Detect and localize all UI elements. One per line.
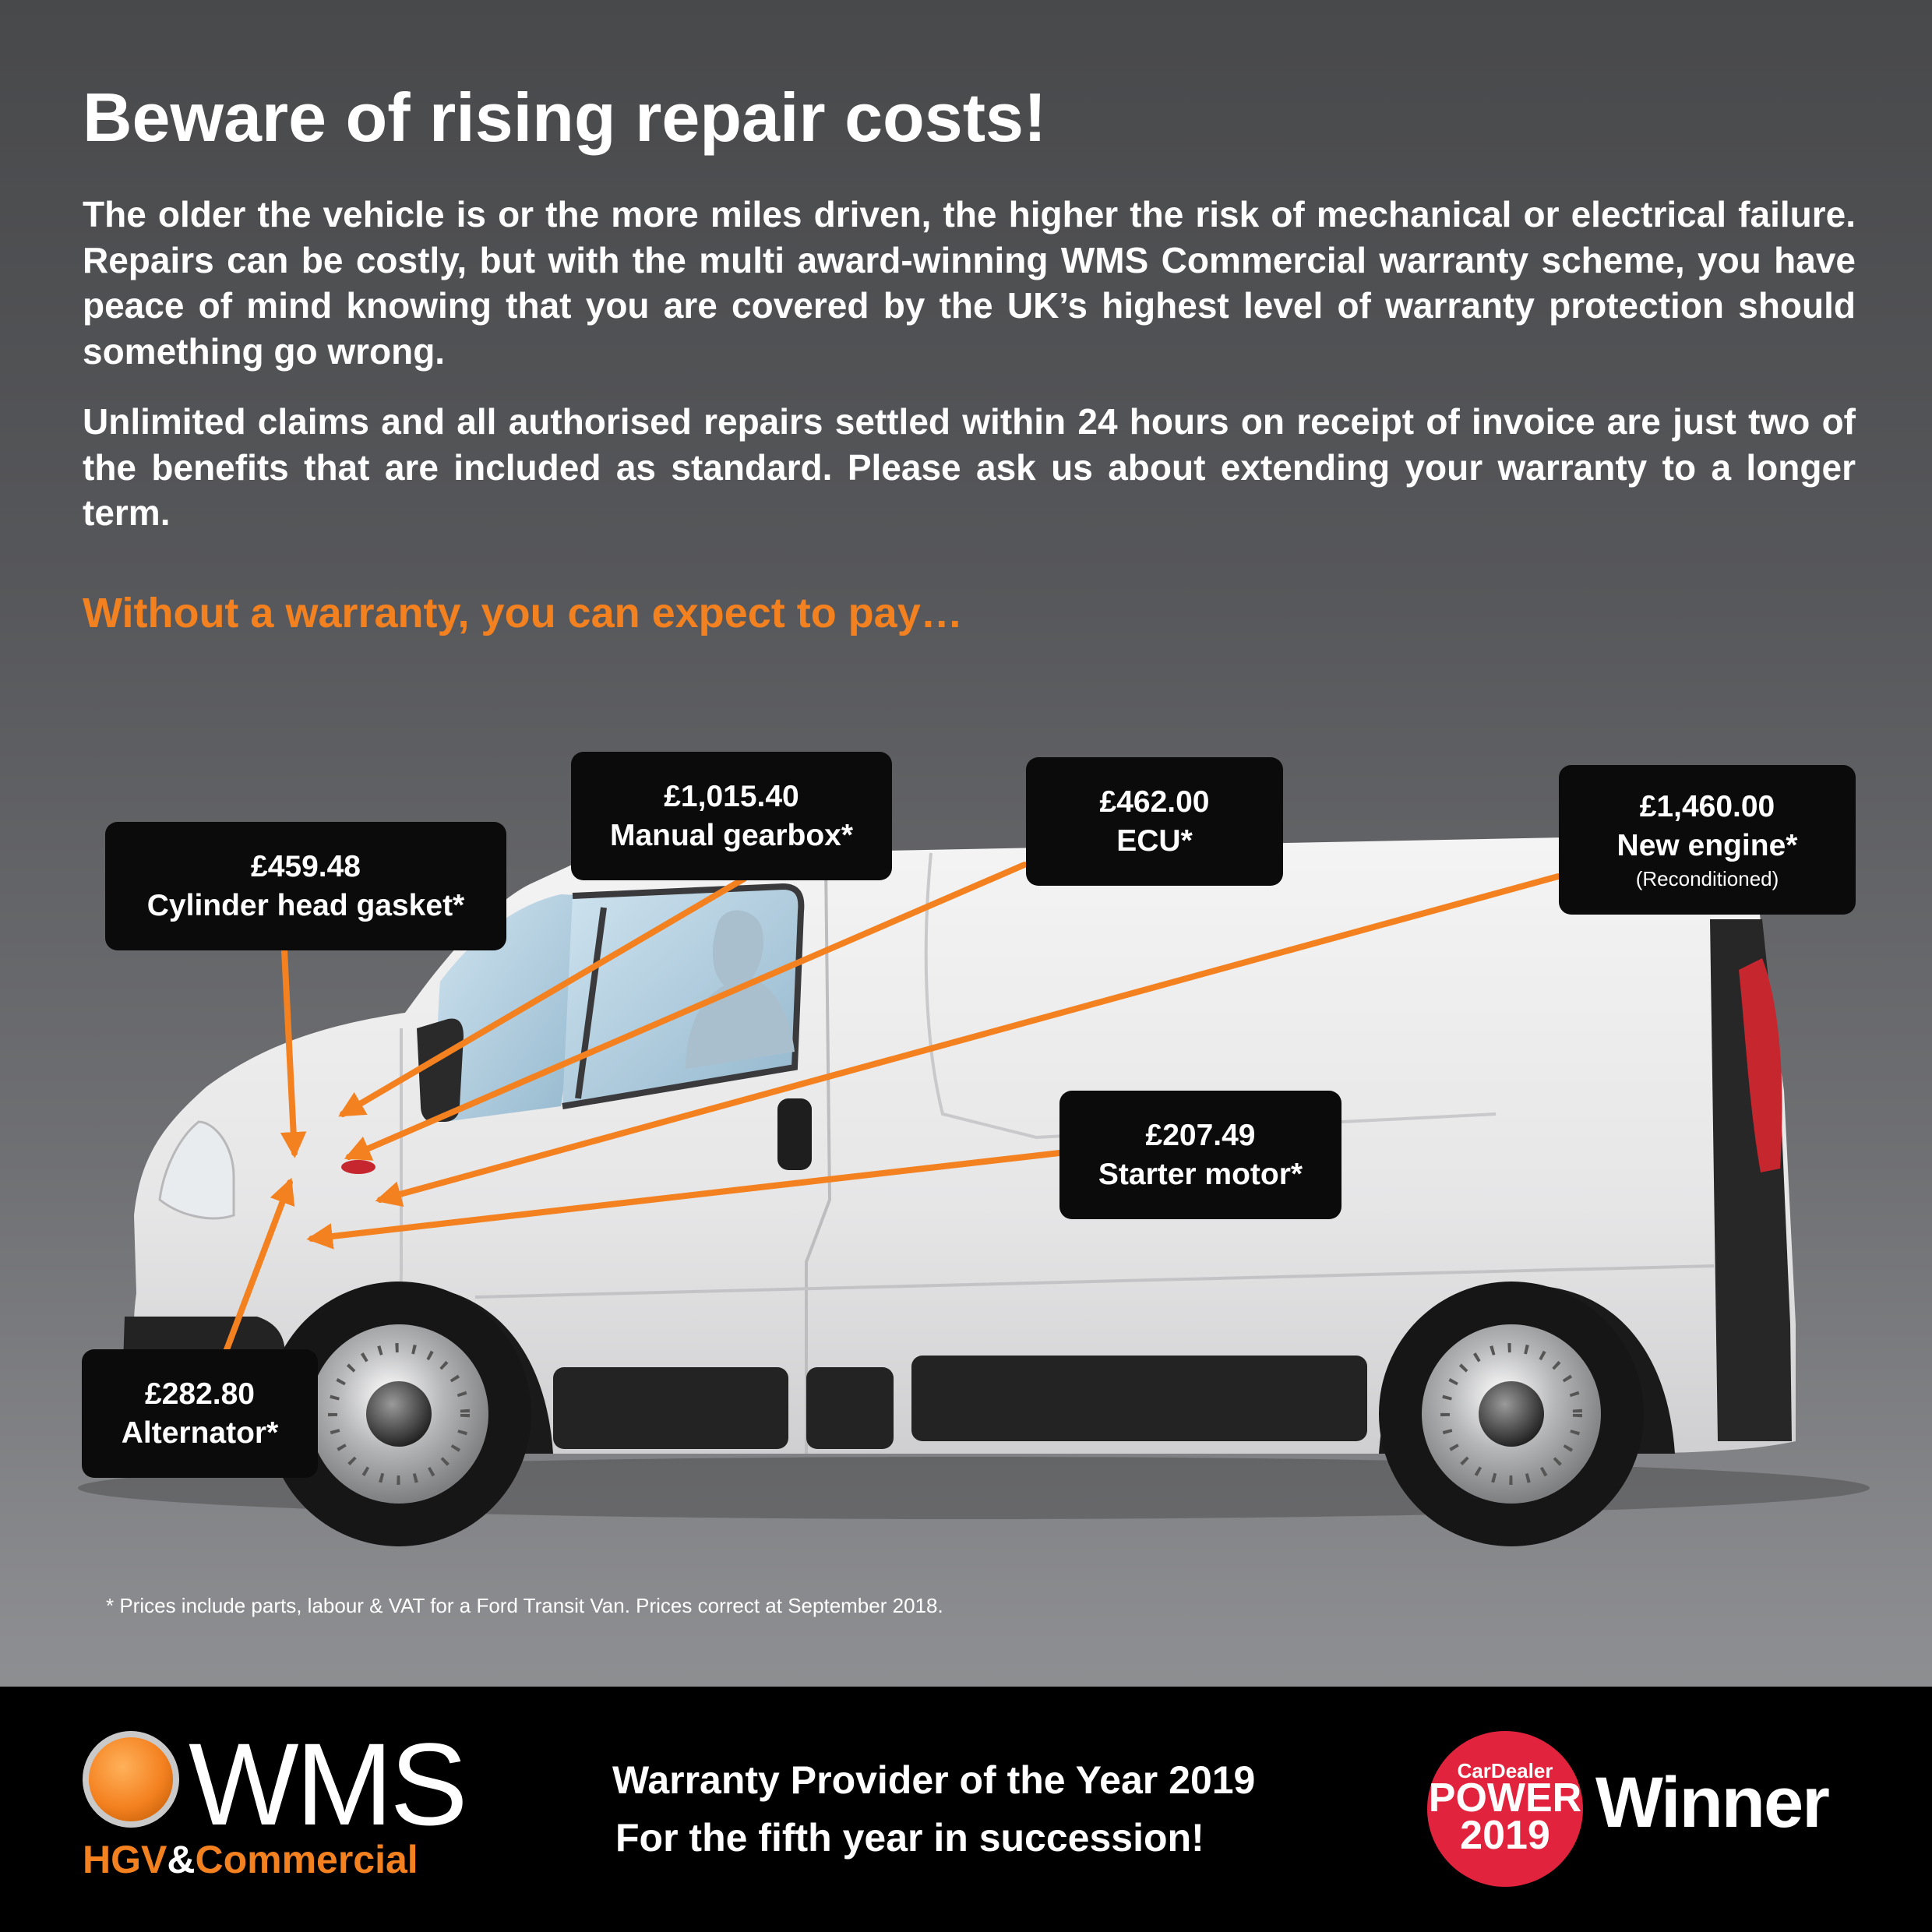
badge-year: 2019 xyxy=(1460,1813,1550,1858)
van-illustration xyxy=(78,835,1870,1546)
page-title: Beware of rising repair costs! xyxy=(83,79,1047,156)
cost-price: £1,015.40 xyxy=(664,779,799,813)
cost-price: £462.00 xyxy=(1099,784,1210,819)
cardealer-power-badge: CarDealer POWER 2019 xyxy=(1427,1731,1583,1887)
side-rub-strip-front xyxy=(553,1367,788,1449)
truck-icon xyxy=(83,1731,179,1828)
cost-label-new-engine: £1,460.00 New engine* (Reconditioned) xyxy=(1559,765,1856,915)
cost-label-manual-gearbox: £1,015.40 Manual gearbox* xyxy=(571,752,892,880)
body-crease xyxy=(474,1264,1715,1299)
logo-subtitle: HGV&Commercial xyxy=(83,1837,418,1882)
pointer-arrows xyxy=(223,862,1561,1355)
rear-wheel xyxy=(1379,1282,1644,1546)
arrow-cylinder-head-gasket xyxy=(280,947,307,1158)
cost-label-ecu: £462.00 ECU* xyxy=(1026,757,1283,886)
badge-title: POWER xyxy=(1428,1775,1582,1821)
cost-price: £459.48 xyxy=(251,849,361,883)
footer-bar xyxy=(0,1687,1932,1932)
arrow-new-engine xyxy=(375,873,1561,1208)
door-handle-icon xyxy=(777,1098,812,1170)
footnote: * Prices include parts, labour & VAT for… xyxy=(106,1594,943,1617)
side-rub-strip-mid xyxy=(806,1367,894,1449)
mirror-icon xyxy=(417,1018,464,1122)
intro-paragraph: The older the vehicle is or the more mil… xyxy=(83,194,1856,372)
windscreen xyxy=(437,894,592,1122)
front-wheel xyxy=(266,1282,531,1546)
arrow-alternator xyxy=(223,1177,295,1355)
headlight xyxy=(158,1120,235,1220)
cost-label-cylinder-head-gasket: £459.48 Cylinder head gasket* xyxy=(105,822,506,950)
cost-note: (Reconditioned) xyxy=(1635,867,1779,890)
cost-part: New engine* xyxy=(1616,829,1798,862)
cost-part: ECU* xyxy=(1116,823,1193,858)
cost-part: Manual gearbox* xyxy=(609,818,854,852)
window-frame xyxy=(562,883,805,1109)
cost-part: Cylinder head gasket* xyxy=(146,888,465,922)
cost-price: £1,460.00 xyxy=(1639,790,1775,823)
badge-brand: CarDealer xyxy=(1457,1759,1553,1782)
logo-wordmark: WMS xyxy=(189,1719,468,1849)
cost-price: £282.80 xyxy=(145,1377,255,1411)
cost-subheading: Without a warranty, you can expect to pa… xyxy=(83,590,963,636)
cost-label-alternator: £282.80 Alternator* xyxy=(82,1349,318,1478)
award-subtitle: For the fifth year in succession! xyxy=(615,1816,1204,1860)
arrow-ecu xyxy=(344,862,1028,1161)
winner-text: Winner xyxy=(1595,1763,1830,1842)
arrow-manual-gearbox xyxy=(338,876,747,1117)
cost-price: £207.49 xyxy=(1145,1118,1256,1152)
logo-sub-amp: & xyxy=(167,1838,196,1881)
cost-part: Alternator* xyxy=(121,1416,279,1450)
logo-sub-hgv: HGV xyxy=(83,1838,167,1881)
side-rub-strip-rear xyxy=(911,1356,1367,1441)
cost-part: Starter motor* xyxy=(1098,1157,1303,1191)
arrow-starter-motor xyxy=(306,1150,1063,1250)
logo-sub-commercial: Commercial xyxy=(195,1838,418,1881)
wms-logo: WMS HGV&Commercial xyxy=(83,1719,472,1887)
indicator-light-icon xyxy=(341,1160,375,1174)
tail-light-icon xyxy=(1739,958,1782,1172)
award-title: Warranty Provider of the Year 2019 xyxy=(612,1758,1256,1802)
cargo-panel-line xyxy=(924,852,1497,1140)
door-seam xyxy=(805,864,832,1454)
cost-label-starter-motor: £207.49 Starter motor* xyxy=(1059,1091,1341,1219)
benefits-paragraph: Unlimited claims and all authorised repa… xyxy=(83,401,1856,533)
